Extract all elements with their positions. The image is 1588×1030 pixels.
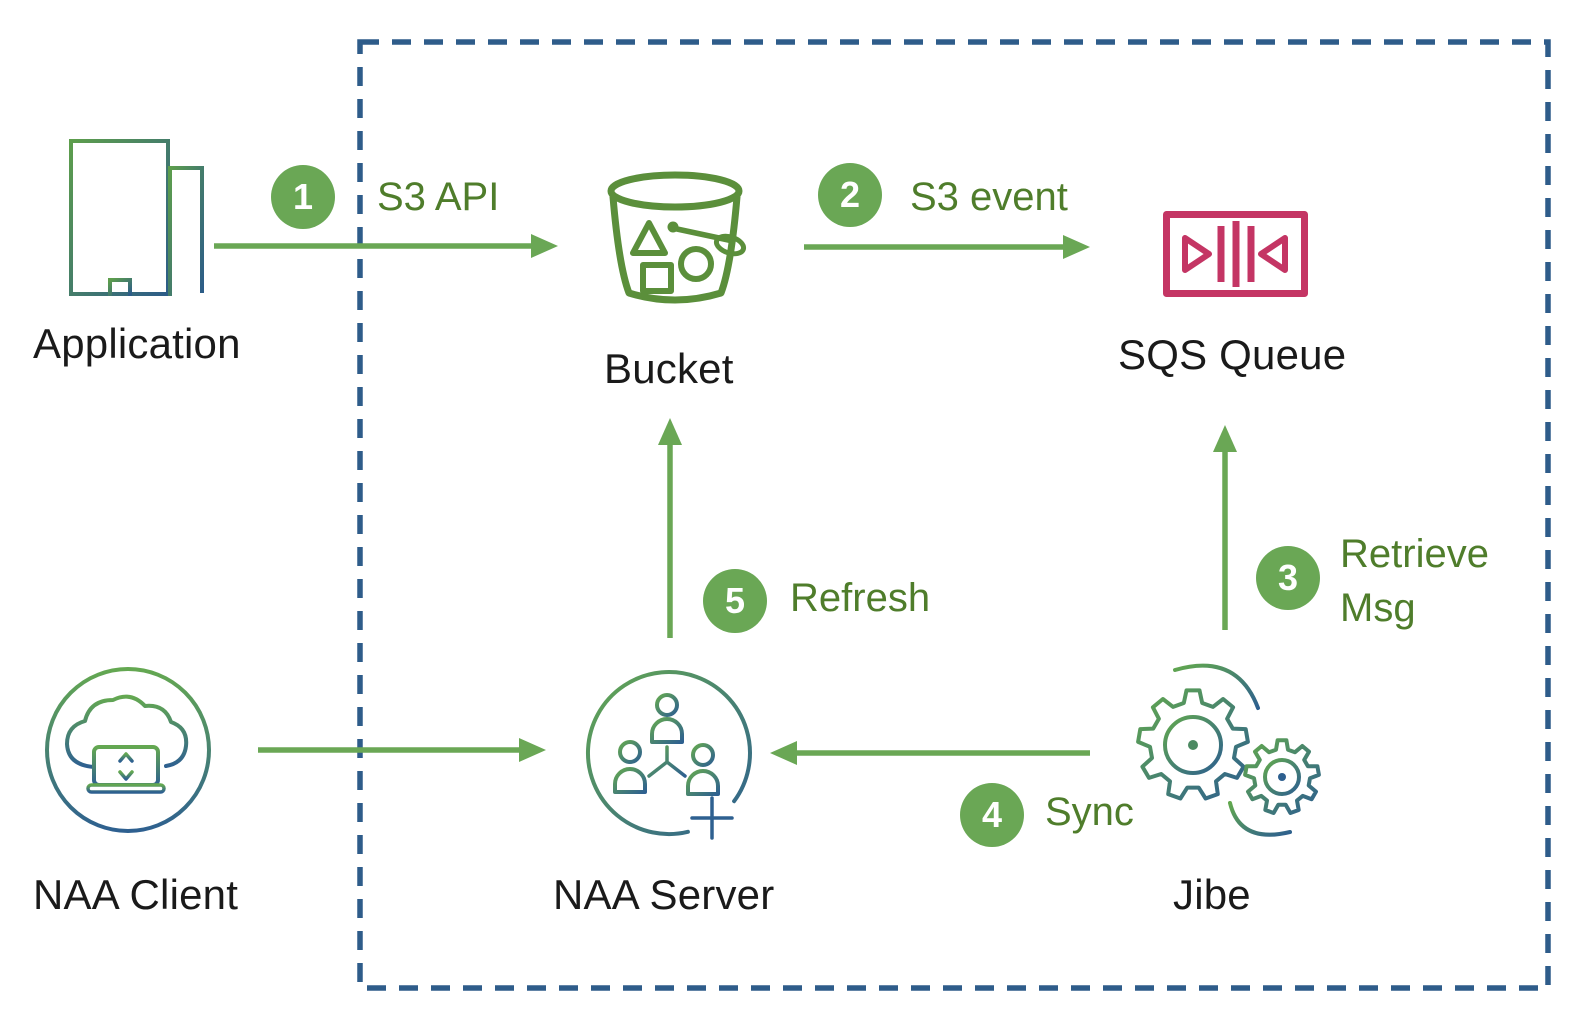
jibe-label: Jibe [1173,871,1251,918]
step-4-badge: 4 [960,783,1024,847]
arrow-client-to-server [258,738,546,762]
sqs-queue-icon [1163,211,1308,297]
step-3-label: Retrieve Msg [1340,532,1489,630]
rotation-arc-bottom [1228,801,1292,837]
step-5-label: Refresh [790,576,931,620]
s3-bucket-icon [593,167,751,312]
system-boundary [357,39,1551,991]
step-1-badge: 1 [271,165,335,229]
arrow-retrieve-msg [1213,425,1237,630]
cloud-shape [65,694,189,769]
small-gear [1243,738,1321,815]
naa-client-label: NAA Client [33,871,239,918]
application-label: Application [33,320,241,367]
jibe-gears-icon [1112,648,1321,853]
step-1-label: S3 API [377,175,500,219]
naa-server-label: NAA Server [553,871,775,918]
arrow-s3-event [804,235,1090,259]
sqs-queue-label: SQS Queue [1118,331,1347,378]
naa-server-icon [575,652,753,844]
arrow-s3-api [214,234,558,258]
naa-client-icon [30,655,226,855]
arrow-sync [770,741,1090,765]
step-4-label: Sync [1045,790,1134,834]
bucket-label: Bucket [604,345,734,392]
arrow-refresh [658,418,682,638]
step-5-badge: 5 [703,569,767,633]
application-icon [55,123,227,301]
rotation-arc-top [1173,663,1260,710]
large-gear [1136,688,1250,801]
step-2-badge: 2 [818,163,882,227]
step-2-label: S3 event [910,175,1068,219]
plus-icon [690,796,734,840]
step-3-badge: 3 [1256,546,1320,610]
